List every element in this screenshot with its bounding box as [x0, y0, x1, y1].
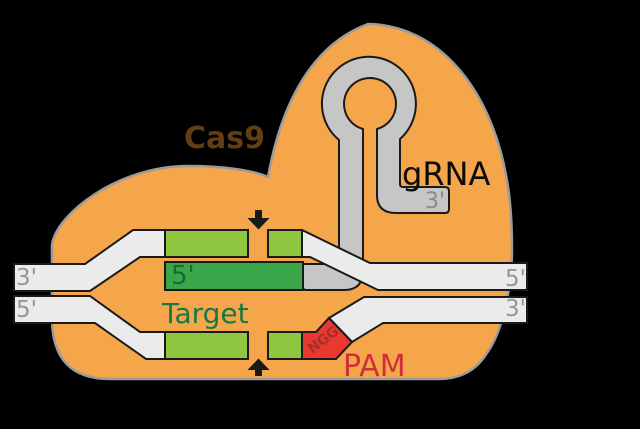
- pam-ngg-segment: [301, 316, 354, 360]
- cas9-label: Cas9: [184, 121, 265, 156]
- target-segment-top-left: [164, 229, 249, 258]
- target-segment-bottom-left: [164, 331, 249, 360]
- grna-3prime-label: 3': [425, 189, 445, 214]
- cleavage-arrow-top-icon: [247, 210, 270, 230]
- target-label: Target: [161, 297, 249, 330]
- grna-spacer-segment: [164, 261, 304, 291]
- cleavage-arrow-bottom-icon: [247, 358, 270, 376]
- grna-label: gRNA: [402, 155, 490, 193]
- dna-3prime-left-label: 3': [16, 265, 37, 291]
- target-segment-bottom-right: [267, 331, 303, 360]
- dna-5prime-left-label: 5': [16, 297, 37, 323]
- dna-5prime-right-label: 5': [505, 266, 526, 292]
- pam-label: PAM: [343, 349, 406, 384]
- target-segment-top-right: [267, 229, 303, 258]
- grna-ribbon: [302, 55, 450, 291]
- spacer-5prime-label: 5': [171, 261, 195, 291]
- dna-3prime-right-label: 3': [505, 296, 526, 322]
